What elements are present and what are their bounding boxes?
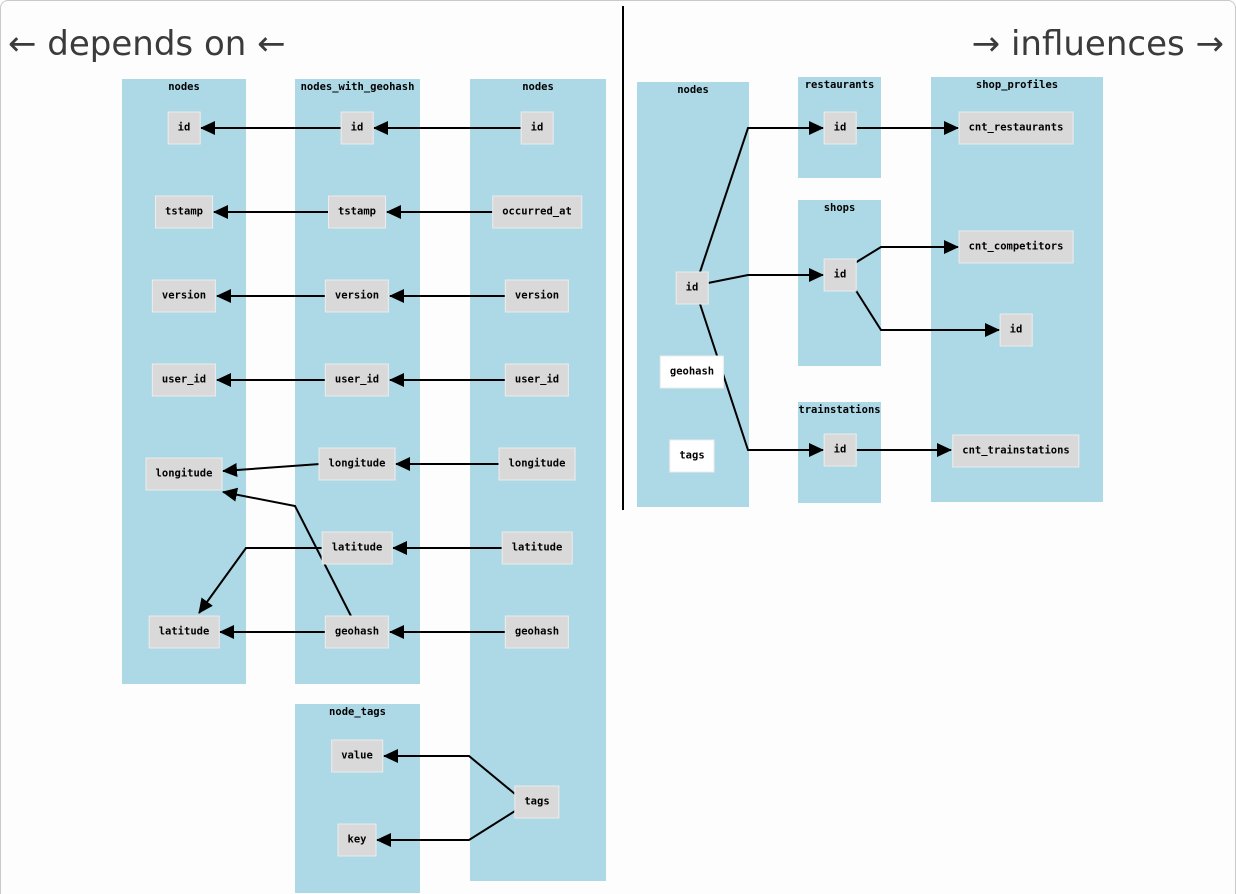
field-nodes_left-user_id[interactable]: user_id xyxy=(151,363,217,397)
field-nodes_left-latitude[interactable]: latitude xyxy=(148,615,220,649)
influences-title: → influences → xyxy=(971,24,1224,64)
table-header-nodes_left: nodes xyxy=(168,81,200,93)
field-nodes_with_geohash-longitude[interactable]: longitude xyxy=(318,447,396,481)
table-shop_profiles xyxy=(931,77,1103,502)
field-nodes_right-longitude[interactable]: longitude xyxy=(498,447,576,481)
field-nodes_left-version[interactable]: version xyxy=(151,279,217,313)
edge-nodes_with_geohash.longitude-to-nodes_left.longitude xyxy=(222,463,321,477)
field-nodes-geohash[interactable]: geohash xyxy=(659,355,725,389)
edge-nodes.id-to-restaurants.id xyxy=(699,121,824,273)
panel-divider-line xyxy=(622,6,624,510)
field-nodes_right-tags[interactable]: tags xyxy=(514,785,560,819)
edge-nodes.id-to-shops.id xyxy=(707,268,824,284)
table-header-trainstations: trainstations xyxy=(798,404,881,416)
field-nodes_left-longitude[interactable]: longitude xyxy=(145,457,223,491)
edge-nodes_right.tags-to-node_tags.value xyxy=(383,749,516,795)
field-nodes_with_geohash-user_id[interactable]: user_id xyxy=(324,363,390,397)
field-shop_profiles-id[interactable]: id xyxy=(999,313,1033,347)
field-nodes_right-id[interactable]: id xyxy=(520,111,554,145)
field-nodes_left-id[interactable]: id xyxy=(167,111,201,145)
field-nodes_right-occurred_at[interactable]: occurred_at xyxy=(492,195,582,229)
edge-nodes.id-to-trainstations.id xyxy=(699,303,824,457)
field-nodes_with_geohash-tstamp[interactable]: tstamp xyxy=(328,195,386,229)
field-trainstations-id[interactable]: id xyxy=(823,433,857,467)
table-header-shops: shops xyxy=(823,202,856,214)
field-nodes_right-geohash[interactable]: geohash xyxy=(504,615,570,649)
field-nodes_with_geohash-latitude[interactable]: latitude xyxy=(321,531,393,565)
field-shop_profiles-cnt_competitors[interactable]: cnt_competitors xyxy=(958,230,1074,264)
field-restaurants-id[interactable]: id xyxy=(823,111,857,145)
table-header-node_tags: node_tags xyxy=(329,706,386,718)
edge-nodes_with_geohash.latitude-to-nodes_left.latitude xyxy=(198,547,323,614)
field-nodes_with_geohash-geohash[interactable]: geohash xyxy=(324,615,390,649)
field-nodes_right-user_id[interactable]: user_id xyxy=(504,363,570,397)
field-nodes_with_geohash-id[interactable]: id xyxy=(340,111,374,145)
table-header-restaurants: restaurants xyxy=(804,79,875,91)
table-header-nodes: nodes xyxy=(677,84,709,96)
edge-shops.id-to-shop_profiles.id xyxy=(854,288,1000,337)
edge-shops.id-to-shop_profiles.cnt_competitors xyxy=(854,240,959,264)
edge-nodes_with_geohash.geohash-to-nodes_left.longitude xyxy=(222,487,352,617)
edge-nodes_right.tags-to-node_tags.key xyxy=(376,810,516,847)
field-nodes_with_geohash-version[interactable]: version xyxy=(324,279,390,313)
field-nodes_left-tstamp[interactable]: tstamp xyxy=(155,195,213,229)
table-header-shop_profiles: shop_profiles xyxy=(975,79,1059,91)
field-shop_profiles-cnt_trainstations[interactable]: cnt_trainstations xyxy=(952,434,1080,468)
field-nodes_right-version[interactable]: version xyxy=(504,279,570,313)
field-node_tags-key[interactable]: key xyxy=(337,823,377,857)
field-nodes-tags[interactable]: tags xyxy=(669,439,715,473)
field-nodes_right-latitude[interactable]: latitude xyxy=(501,531,573,565)
field-shops-id[interactable]: id xyxy=(823,258,857,292)
field-shop_profiles-cnt_restaurants[interactable]: cnt_restaurants xyxy=(958,111,1074,145)
depends-on-title: ← depends on ← xyxy=(8,24,286,64)
field-node_tags-value[interactable]: value xyxy=(331,739,383,773)
table-node_tags xyxy=(295,704,420,893)
table-header-nodes_right: nodes xyxy=(522,81,554,93)
table-header-nodes_with_geohash: nodes_with_geohash xyxy=(300,81,415,93)
field-nodes-id[interactable]: id xyxy=(675,271,709,305)
